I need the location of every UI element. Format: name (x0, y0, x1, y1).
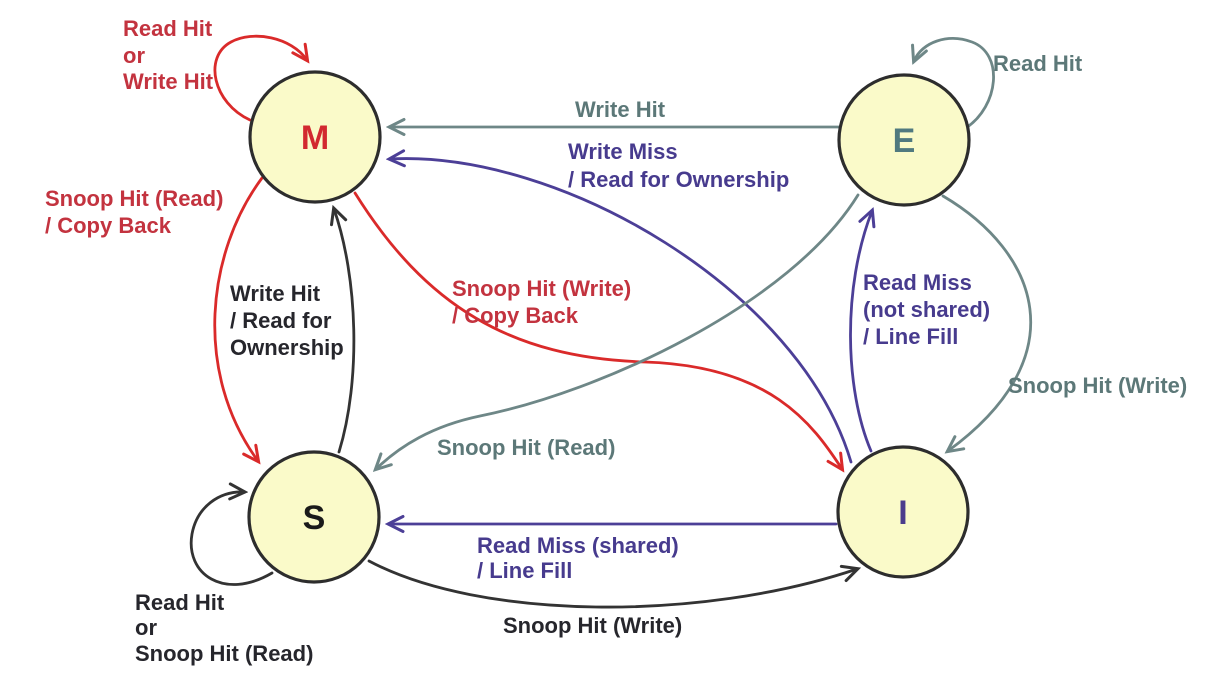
edge-m-self-label-line2: or (123, 43, 145, 68)
edge-e-to-s: Snoop Hit (Read) (376, 193, 860, 469)
edge-m-self-label-line3: Write Hit (123, 69, 214, 94)
edge-e-to-i-label: Snoop Hit (Write) (1008, 373, 1187, 398)
edge-s-to-m-label-line1: Write Hit (230, 281, 321, 306)
e-to-i-arrow (941, 194, 1033, 451)
edge-s-to-i: Snoop Hit (Write) (367, 559, 857, 638)
state-s-circle (247, 450, 381, 584)
edge-m-self-label-line1: Read Hit (123, 16, 213, 41)
state-m-circle (248, 70, 382, 204)
m-to-s-arrow (213, 176, 264, 461)
state-node-modified: M (248, 70, 382, 204)
edge-i-to-m-label-line1: Write Miss (568, 139, 678, 164)
edge-i-to-m-label-line2: / Read for Ownership (568, 167, 789, 192)
edge-s-self-loop: Read Hit or Snoop Hit (Read) (135, 492, 313, 666)
edge-m-to-s: Snoop Hit (Read) / Copy Back (45, 176, 264, 461)
edge-e-to-i: Snoop Hit (Write) (941, 194, 1187, 451)
edge-m-to-s-label-line2: / Copy Back (45, 213, 172, 238)
edge-s-self-label-line3: Snoop Hit (Read) (135, 641, 313, 666)
edge-e-to-m: Write Hit (390, 97, 842, 127)
edge-m-to-i-label-line1: Snoop Hit (Write) (452, 276, 631, 301)
edge-e-to-m-label: Write Hit (575, 97, 666, 122)
i-to-e-arrow (849, 211, 872, 453)
edge-m-to-i-label-line2: / Copy Back (452, 303, 579, 328)
edge-s-to-m-label-line2: / Read for (230, 308, 332, 333)
i-to-m-arrow (390, 159, 853, 464)
edge-i-to-e-label-line2: (not shared) (863, 297, 990, 322)
state-node-shared: S (247, 450, 381, 584)
state-i-circle (836, 445, 970, 579)
edge-s-self-label-line2: or (135, 615, 157, 640)
m-self-loop-arrow (213, 34, 307, 122)
state-e-label: E (893, 122, 916, 160)
edge-e-self-label: Read Hit (993, 51, 1083, 76)
s-self-loop-arrow (189, 492, 274, 586)
edge-e-self-loop: Read Hit (914, 37, 1083, 130)
edge-s-to-i-label: Snoop Hit (Write) (503, 613, 682, 638)
e-to-s-arrow (376, 193, 860, 469)
m-to-i-arrow (353, 191, 842, 469)
edge-s-to-m-label-line3: Ownership (230, 335, 344, 360)
edge-s-to-m: Write Hit / Read for Ownership (230, 209, 356, 454)
edge-m-to-i: Snoop Hit (Write) / Copy Back (353, 191, 842, 469)
edge-m-to-s-label-line1: Snoop Hit (Read) (45, 186, 223, 211)
edge-i-to-s-label-line1: Read Miss (shared) (477, 533, 679, 558)
edge-i-to-e-label-line1: Read Miss (863, 270, 972, 295)
edge-e-to-s-label: Snoop Hit (Read) (437, 435, 615, 460)
e-self-loop-arrow (914, 37, 995, 130)
s-to-i-arrow (367, 559, 857, 609)
edge-i-to-s: Read Miss (shared) / Line Fill (389, 524, 838, 583)
s-to-m-arrow (334, 209, 356, 454)
state-m-label: M (301, 119, 329, 157)
edge-m-self-loop: Read Hit or Write Hit (123, 16, 307, 122)
state-e-circle (837, 73, 971, 207)
edge-i-to-s-label-line2: / Line Fill (477, 558, 572, 583)
state-node-exclusive: E (837, 73, 971, 207)
state-node-invalid: I (836, 445, 970, 579)
edge-i-to-m: Write Miss / Read for Ownership (390, 139, 853, 464)
edge-i-to-e-label-line3: / Line Fill (863, 324, 958, 349)
edge-i-to-e: Read Miss (not shared) / Line Fill (849, 211, 990, 453)
edge-s-self-label-line1: Read Hit (135, 590, 225, 615)
state-s-label: S (303, 499, 326, 537)
state-i-label: I (898, 494, 907, 532)
